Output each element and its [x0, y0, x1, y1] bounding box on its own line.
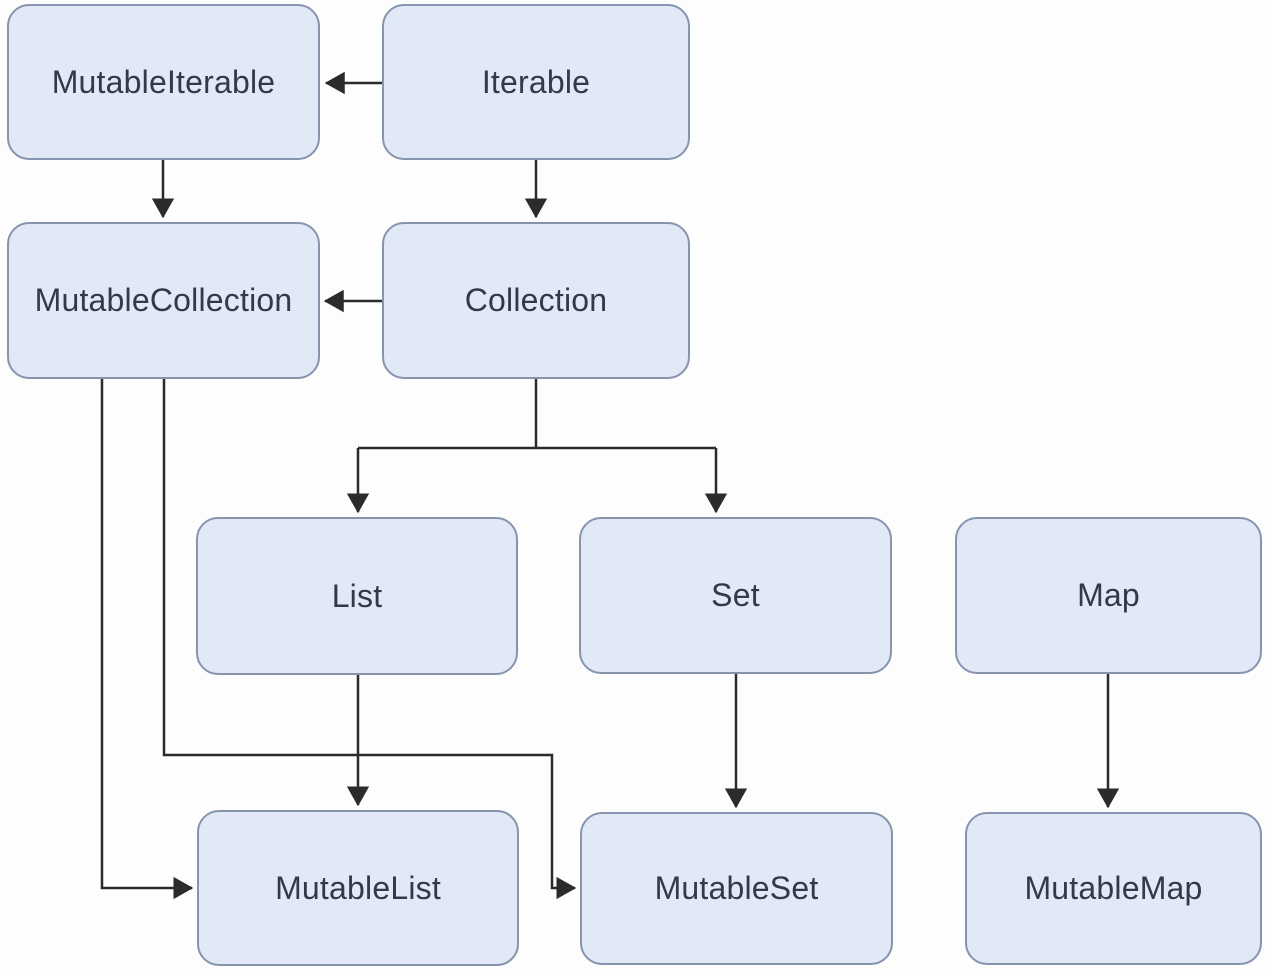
node-iterable: Iterable	[382, 4, 690, 160]
node-collection: Collection	[382, 222, 690, 379]
node-label: Map	[1077, 577, 1140, 613]
node-list: List	[196, 517, 518, 675]
edge-mutablecollection-to-mutableset	[162, 379, 577, 900]
edge-mutablecollection-to-mutablelist	[100, 379, 194, 900]
node-label: MutableIterable	[51, 63, 276, 100]
node-label: MutableList	[275, 869, 441, 906]
node-label: Set	[711, 577, 760, 613]
node-mutable-set: MutableSet	[580, 812, 893, 965]
node-mutable-list: MutableList	[197, 810, 519, 966]
node-label: MutableSet	[654, 870, 819, 906]
node-mutable-iterable: MutableIterable	[7, 4, 320, 160]
node-label: List	[331, 577, 383, 614]
node-set: Set	[579, 517, 892, 674]
node-label: Iterable	[481, 63, 591, 100]
node-map: Map	[955, 517, 1262, 674]
node-label: MutableMap	[1024, 870, 1203, 906]
node-label: MutableCollection	[34, 282, 293, 318]
node-label: Collection	[464, 282, 608, 318]
node-mutable-map: MutableMap	[965, 812, 1262, 965]
node-mutable-collection: MutableCollection	[7, 222, 320, 379]
